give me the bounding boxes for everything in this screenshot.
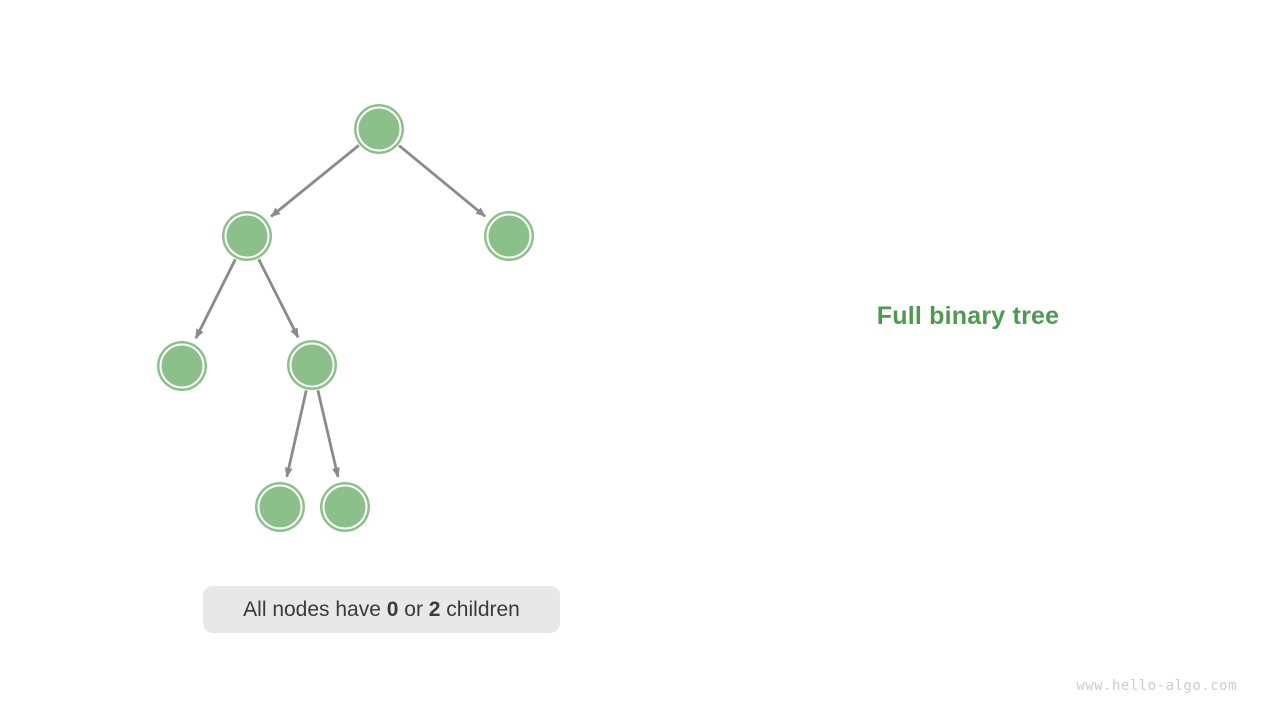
tree-edge-L-LL [194,258,237,340]
caption-bold-0: 0 [386,597,399,621]
caption-text-1: All nodes have [243,597,387,621]
caption-badge: All nodes have 0 or 2 children [203,586,560,633]
tree-edge-root-R [398,144,486,218]
tree-node-LL [157,341,207,391]
tree-edge-LR-LRR [316,390,340,478]
tree-edge-root-L [270,144,360,218]
tree-node-L [222,211,272,261]
tree-node-root [354,104,404,154]
caption-text-3: children [440,597,520,621]
tree-edges [194,144,486,478]
tree-node-LRL [255,482,305,532]
tree-node-R [484,211,534,261]
tree-node-LRR [320,482,370,532]
tree-node-LR [287,340,337,390]
diagram-title-text: Full binary tree [876,302,1060,330]
watermark-url: www.hello-algo.com [1076,678,1237,694]
caption-bold-2: 2 [428,597,441,621]
diagram-title: Full binary tree [877,302,1059,331]
tree-edge-L-LR [257,258,300,339]
tree-edge-LR-LRL [284,390,308,478]
caption-text-2: or [398,597,429,621]
tree-nodes [157,104,534,532]
